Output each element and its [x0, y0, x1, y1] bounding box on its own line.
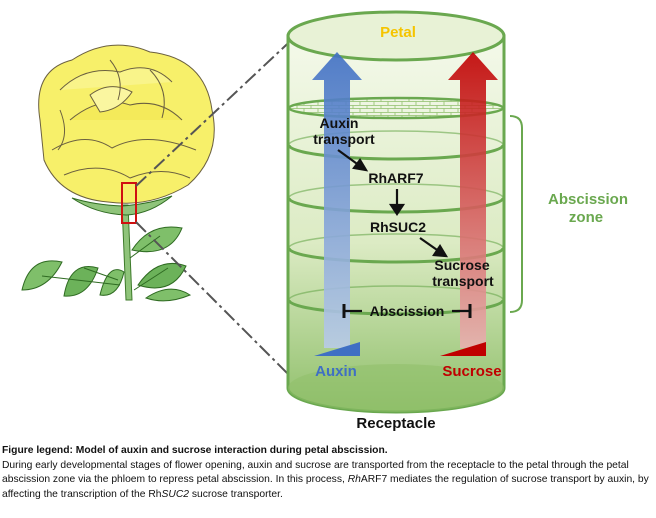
auxin-sucrose-model-diagram: Petal Receptacle Auxin Sucrose Auxin tra… — [21, 10, 628, 432]
sucrose-bottom-label: Sucrose — [442, 363, 501, 380]
sucrose-arrow — [440, 52, 498, 356]
auxin-transport-label-2: transport — [313, 131, 375, 147]
sucrose-gradient-wedge — [440, 342, 486, 356]
abscission-zone-marker — [121, 182, 137, 224]
auxin-gradient-wedge — [314, 342, 360, 356]
rose-flower — [38, 44, 215, 204]
zoom-line-top — [135, 31, 301, 187]
stem — [121, 204, 133, 301]
leaf-left-1 — [21, 260, 63, 291]
abscission-zone-label-1: Abscission — [548, 191, 628, 208]
auxin-bottom-label: Auxin — [315, 363, 357, 380]
receptacle-label: Receptacle — [356, 415, 435, 432]
leaf-left-3 — [99, 269, 125, 296]
pathway-arrows — [337, 149, 472, 318]
legend-title: Figure legend: Model of auxin and sucros… — [2, 445, 388, 456]
abscission-label: Abscission — [370, 303, 445, 319]
leaf-right-2 — [137, 262, 187, 289]
auxin-arrow — [312, 52, 362, 356]
abscission-zone-bracket — [509, 115, 523, 313]
sucrose-transport-label-1: Sucrose — [434, 257, 489, 273]
sepals — [71, 195, 173, 216]
petal-label: Petal — [380, 24, 416, 41]
sucrose-transport-label-2: transport — [432, 273, 494, 289]
rharf7-label: RhARF7 — [368, 170, 423, 186]
zoom-line-bottom — [135, 221, 301, 387]
abscission-zone-label-2: zone — [569, 209, 603, 226]
legend-body: During early developmental stages of flo… — [2, 459, 649, 500]
auxin-transport-label-1: Auxin — [320, 115, 359, 131]
rose-illustration — [21, 44, 215, 302]
leaf-right-1 — [131, 226, 183, 253]
figure-legend: Figure legend: Model of auxin and sucros… — [2, 444, 652, 502]
cylinder-top — [286, 10, 506, 62]
rhsuc2-label: RhSUC2 — [370, 219, 426, 235]
leaf-right-3 — [144, 288, 192, 302]
